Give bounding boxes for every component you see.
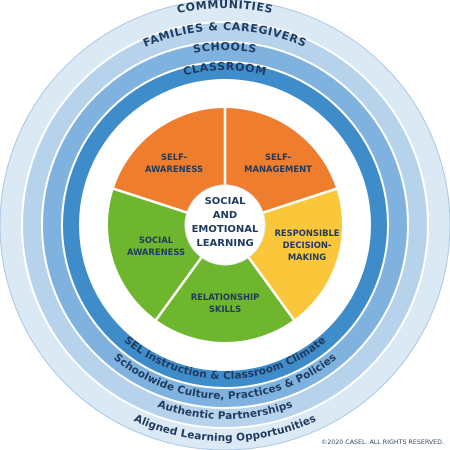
copyright-notice: ©2020 CASEL. ALL RIGHTS RESERVED. [320,439,444,446]
center-line-2: AND [213,210,237,221]
segment-self-management [225,107,338,225]
label-communities: COMMUNITIES [176,0,274,16]
segment-relationship-skills [155,225,295,344]
segment-self-awareness [112,107,225,225]
responsible-line-1: RESPONSIBLE [274,228,339,238]
center-line-3: EMOTIONAL [192,224,259,235]
label-classroom: CLASSROOM [182,60,268,78]
self-awareness-line-1: SELF- [161,152,188,162]
center-line-4: LEARNING [196,238,253,249]
self-awareness-line-2: AWARENESS [145,164,203,174]
self-management-line-2: MANAGEMENT [244,164,312,174]
center-line-1: SOCIAL [205,196,247,207]
center-circle [184,184,266,266]
social-awareness-line-1: SOCIAL [139,235,174,245]
relationship-line-2: SKILLS [209,304,241,314]
social-awareness-line-2: AWARENESS [127,247,185,257]
responsible-line-3: MAKING [288,252,326,262]
self-management-line-1: SELF- [265,152,292,162]
responsible-line-2: DECISION- [283,240,332,250]
relationship-line-1: RELATIONSHIP [191,292,260,302]
